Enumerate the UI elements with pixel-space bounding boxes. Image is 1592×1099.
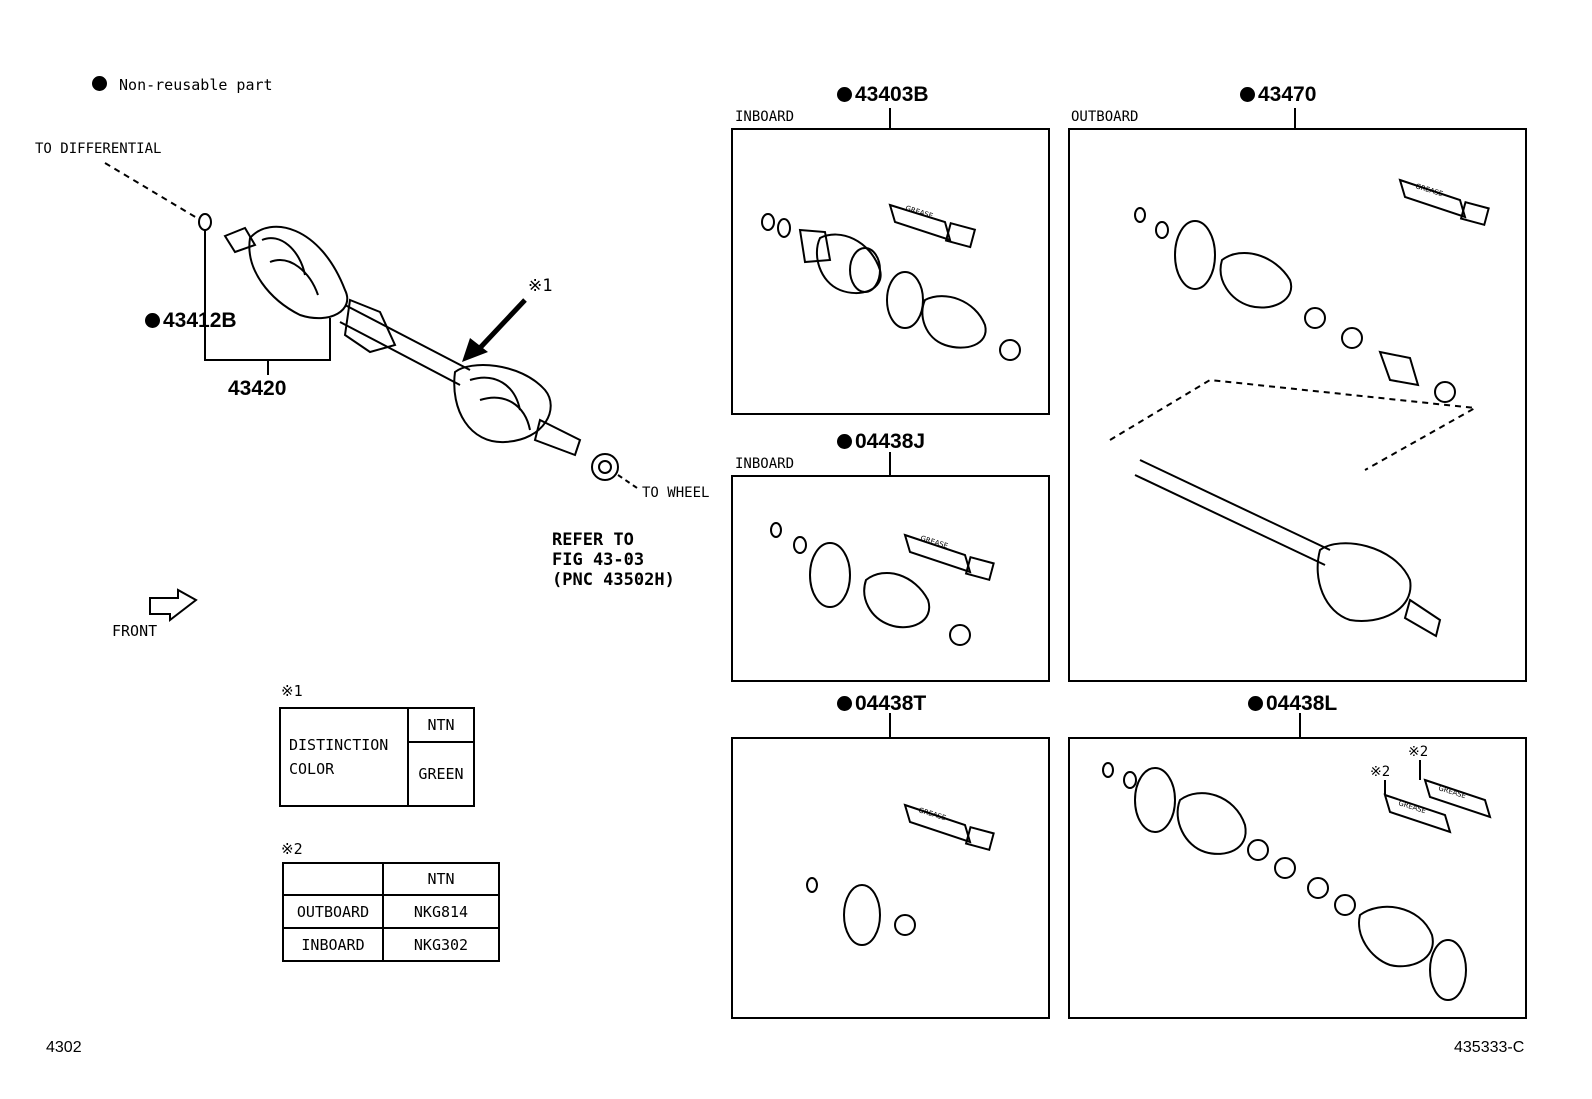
kit-panel-43403B [731, 128, 1050, 415]
shaft-stub [223, 226, 257, 254]
to-differential-label: TO DIFFERENTIAL [35, 141, 162, 157]
table1-col-header: NTN [407, 707, 475, 743]
panel-title-04438L: 04438L [1248, 693, 1337, 714]
panel-part: 04438J [855, 430, 926, 453]
part-label-43412B: 43412B [145, 310, 237, 331]
hub-nut [591, 453, 619, 481]
part-number: 43412B [163, 309, 237, 332]
non-reusable-bullet-icon [1248, 696, 1263, 711]
table1-mark: ※1 [281, 682, 303, 700]
panel-title-04438T: 04438T [837, 693, 926, 714]
drive-shaft [344, 304, 471, 371]
kit-panel-43470 [1068, 128, 1527, 682]
table2-corner [282, 862, 384, 896]
note2-mark: ※2 [1370, 764, 1391, 780]
refer-line: (PNC 43502H) [552, 570, 675, 590]
refer-note: REFER TO FIG 43-03 (PNC 43502H) [552, 530, 675, 590]
table1-value: GREEN [407, 741, 475, 807]
outboard-stub [533, 418, 582, 457]
panel-side-label: INBOARD [735, 456, 795, 472]
illustration-id: 435333-C [1454, 1039, 1525, 1056]
non-reusable-bullet-icon [837, 696, 852, 711]
inboard-boot [248, 225, 349, 320]
table2-row-value: NKG814 [382, 894, 500, 929]
legend-label: Non-reusable part [119, 76, 273, 94]
part-label-43420: 43420 [228, 377, 287, 400]
grease-spec-table: NTN OUTBOARD NKG814 INBOARD NKG302 [282, 862, 500, 962]
distinction-color-table: DISTINCTION COLOR NTN GREEN [279, 707, 475, 807]
ref-note-mark: ※1 [528, 276, 553, 296]
table2-row-label: INBOARD [282, 927, 384, 962]
kit-panel-04438J [731, 475, 1050, 682]
damper [343, 298, 397, 354]
note2-mark: ※2 [1408, 744, 1429, 760]
kit-panel-04438L [1068, 737, 1527, 1019]
non-reusable-bullet-icon [92, 76, 107, 91]
row-header-line: COLOR [289, 760, 335, 778]
panel-title-43470: 43470 [1240, 84, 1316, 105]
refer-line: FIG 43-03 [552, 550, 645, 570]
legend: Non-reusable part [92, 76, 273, 93]
panel-part: 04438T [855, 692, 927, 715]
non-reusable-bullet-icon [145, 313, 160, 328]
non-reusable-bullet-icon [837, 87, 852, 102]
row-header-line: DISTINCTION [289, 736, 389, 754]
panel-title-43403B: 43403B [837, 84, 929, 105]
panel-side-label: INBOARD [735, 109, 795, 125]
to-wheel-label: TO WHEEL [642, 485, 710, 501]
table1-row-header: DISTINCTION COLOR [279, 707, 409, 807]
table2-row-value: NKG302 [382, 927, 500, 962]
panel-part: 43403B [855, 83, 929, 106]
differential-leader [104, 162, 198, 219]
panel-side-label: OUTBOARD [1071, 109, 1139, 125]
non-reusable-bullet-icon [1240, 87, 1255, 102]
table2-mark: ※2 [281, 840, 303, 858]
page-number: 4302 [46, 1039, 82, 1056]
kit-panel-04438T [731, 737, 1050, 1019]
panel-part: 43470 [1258, 83, 1317, 106]
panel-title-04438J: 04438J [837, 431, 925, 452]
bracket-43420 [204, 230, 331, 361]
front-arrow [149, 588, 198, 623]
table2-row-label: OUTBOARD [282, 894, 384, 929]
table2-col-header: NTN [382, 862, 500, 896]
front-label: FRONT [112, 622, 158, 640]
non-reusable-bullet-icon [837, 434, 852, 449]
refer-line: REFER TO [552, 530, 634, 550]
outboard-boot [453, 364, 552, 444]
snap-ring [198, 213, 212, 231]
panel-part: 04438L [1266, 692, 1338, 715]
